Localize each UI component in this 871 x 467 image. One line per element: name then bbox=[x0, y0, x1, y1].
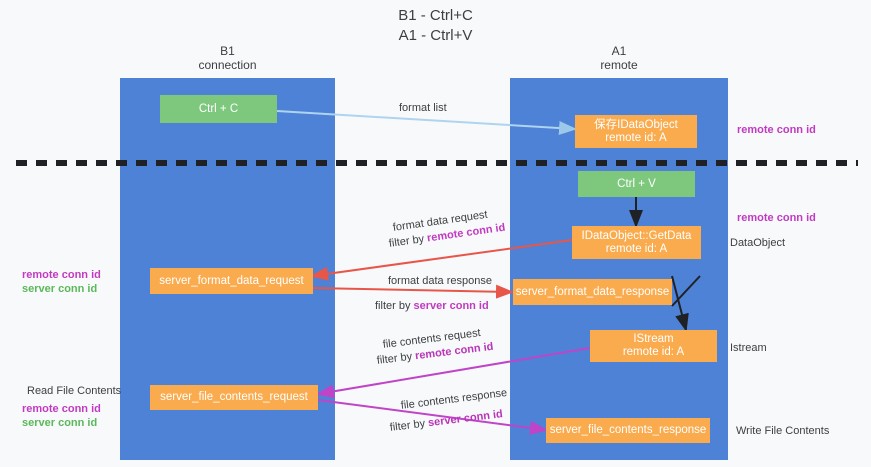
annotation-dataobject: DataObject bbox=[730, 237, 786, 249]
filter-prefix: filter by bbox=[388, 232, 428, 250]
filter-prefix: filter by bbox=[375, 300, 414, 312]
annotation-left-conn-ids-top: remote conn id server conn id bbox=[22, 268, 101, 296]
page-title: B1 - Ctrl+C A1 - Ctrl+V bbox=[398, 7, 473, 44]
edge-label-format-data-response-filter: filter by server conn id bbox=[375, 299, 489, 313]
annotation-remote-conn-id-mid: remote conn id bbox=[737, 212, 816, 224]
annotation-write-file-contents: Write File Contents bbox=[736, 425, 830, 437]
filter-prefix: filter by bbox=[376, 350, 416, 367]
annotation-istream: Istream bbox=[730, 342, 767, 354]
edge-label-format-data-response: format data response bbox=[388, 275, 492, 287]
annotation-read-file-contents: Read File Contents bbox=[27, 385, 122, 397]
annotation-remote-conn-id-top: remote conn id bbox=[737, 124, 816, 136]
node-server-file-contents-request[interactable]: server_file_contents_request bbox=[150, 385, 318, 410]
node-server-format-data-request[interactable]: server_format_data_request bbox=[150, 268, 313, 294]
node-save-idataobject[interactable]: 保存IDataObject remote id: A bbox=[575, 115, 697, 148]
filter-key-server-conn-id: server conn id bbox=[413, 300, 489, 312]
filter-key-server-conn-id: server conn id bbox=[427, 408, 504, 430]
node-server-file-contents-response[interactable]: server_file_contents_response bbox=[546, 418, 710, 443]
edge-label-format-list: format list bbox=[399, 102, 447, 114]
filter-prefix: filter by bbox=[389, 417, 429, 434]
node-ctrl-v[interactable]: Ctrl + V bbox=[578, 171, 695, 197]
annotation-server-conn-id: server conn id bbox=[22, 283, 98, 295]
swimlane-left-title: B1 connection bbox=[198, 44, 257, 72]
node-idataobject-getdata[interactable]: IDataObject::GetData remote id: A bbox=[572, 226, 701, 259]
annotation-remote-conn-id: remote conn id bbox=[22, 403, 101, 415]
annotation-remote-conn-id: remote conn id bbox=[22, 269, 101, 281]
node-ctrl-c[interactable]: Ctrl + C bbox=[160, 95, 277, 123]
swimlane-right-title: A1 remote bbox=[600, 44, 638, 72]
annotation-server-conn-id: server conn id bbox=[22, 417, 98, 429]
node-istream[interactable]: IStream remote id: A bbox=[590, 330, 717, 362]
annotation-left-conn-ids-bottom: remote conn id server conn id bbox=[22, 402, 101, 430]
node-server-format-data-response[interactable]: server_format_data_response bbox=[513, 279, 672, 305]
